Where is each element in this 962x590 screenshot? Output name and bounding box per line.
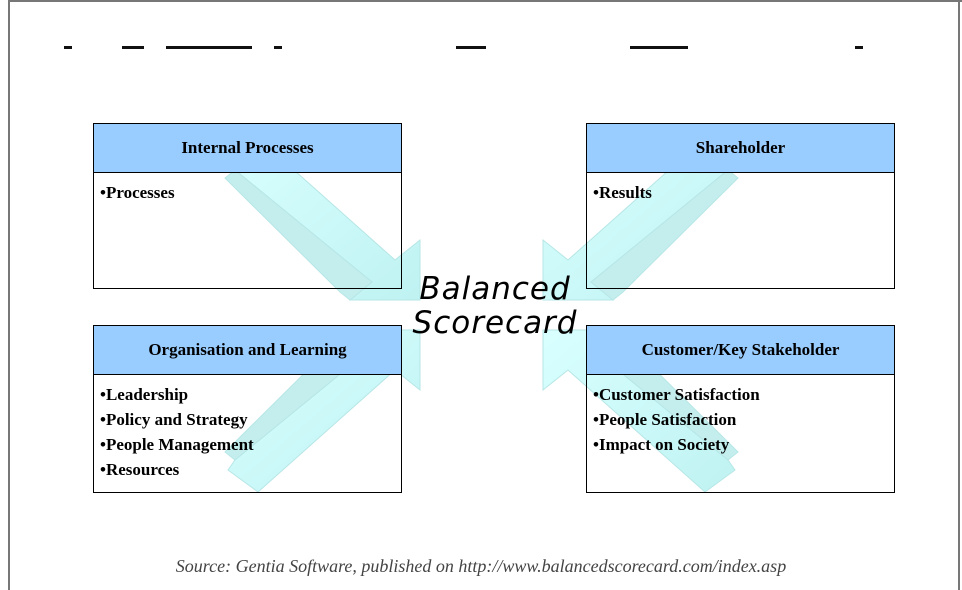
list-item: •Resources [100, 460, 180, 479]
header-remnant [274, 46, 282, 49]
box-body-customer-key-stakeholder: •Customer Satisfaction •People Satisfact… [587, 375, 894, 457]
box-body-shareholder: •Results [587, 173, 894, 205]
box-header-internal-processes: Internal Processes [94, 124, 401, 173]
box-customer-key-stakeholder: Customer/Key Stakeholder •Customer Satis… [586, 325, 895, 493]
list-item: •Policy and Strategy [100, 410, 248, 429]
box-organisation-and-learning: Organisation and Learning •Leadership •P… [93, 325, 402, 493]
center-title-line2: Scorecard [412, 305, 578, 341]
header-remnant [64, 46, 72, 49]
frame-top-border [8, 0, 962, 2]
box-header-shareholder: Shareholder [587, 124, 894, 173]
list-item: •People Management [100, 435, 254, 454]
frame-right-border [958, 0, 960, 590]
header-remnant [456, 46, 486, 49]
list-item: •Results [593, 183, 652, 202]
box-body-organisation-and-learning: •Leadership •Policy and Strategy •People… [94, 375, 401, 482]
list-item: •Impact on Society [593, 435, 730, 454]
box-header-organisation-and-learning: Organisation and Learning [94, 326, 401, 375]
arrow-top-left [224, 137, 421, 301]
box-body-internal-processes: •Processes [94, 173, 401, 205]
center-title: Balanced Scorecard [400, 272, 590, 340]
list-item: •Customer Satisfaction [593, 385, 760, 404]
box-header-customer-key-stakeholder: Customer/Key Stakeholder [587, 326, 894, 375]
frame-left-border [8, 0, 10, 590]
header-remnant [630, 46, 688, 49]
header-remnant [166, 46, 252, 49]
arrow-top-right [542, 137, 739, 301]
list-item: •People Satisfaction [593, 410, 737, 429]
list-item: •Leadership [100, 385, 189, 404]
header-remnant [855, 46, 863, 49]
box-internal-processes: Internal Processes •Processes [93, 123, 402, 289]
header-remnant [122, 46, 144, 49]
source-caption: Source: Gentia Software, published on ht… [175, 556, 787, 576]
box-shareholder: Shareholder •Results [586, 123, 895, 289]
center-title-line1: Balanced [419, 271, 571, 307]
list-item: •Processes [100, 183, 175, 202]
